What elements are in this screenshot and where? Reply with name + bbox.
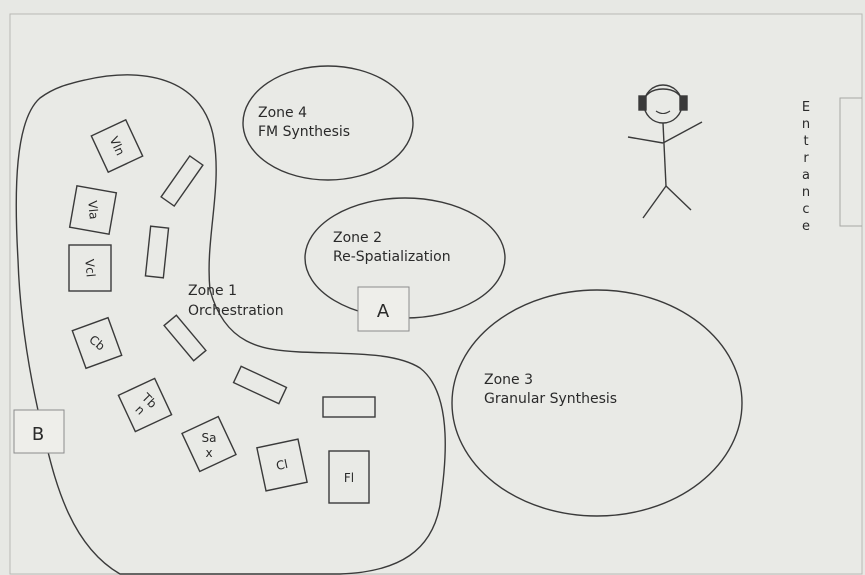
instrument-fl-label: Fl [344,471,354,485]
instrument-fl: Fl [328,450,370,504]
marker-a-label: A [377,301,390,322]
zone-4-area [242,65,414,181]
entrance-letter: r [803,151,809,166]
instrument-sax: Sa x [181,415,237,473]
instrument-vcl-label: Vcl [82,258,98,277]
instrument-sax-label-2: x [205,446,212,460]
stand-box [232,365,288,405]
zone-3-title: Zone 3 [484,372,533,388]
zone-1-subtitle: Orchestration [188,303,284,319]
instrument-sax-label-1: Sa [202,431,217,445]
entrance-letter: e [802,219,810,234]
marker-b-box [13,409,65,454]
zone-2-title: Zone 2 [333,230,382,246]
stand-box [322,396,376,418]
marker-a-box [357,286,410,332]
zone-2-subtitle: Re-Spatialization [333,249,451,265]
marker-b-label: B [32,424,44,445]
entrance-label: E n t r a n c e [802,100,810,234]
zone-4-subtitle: FM Synthesis [258,124,350,140]
entrance-letter: n [802,185,810,200]
entrance-letter: E [802,100,810,115]
instrument-vla-label: Vla [85,200,101,220]
zone-3-subtitle: Granular Synthesis [484,391,617,407]
stand-box [144,225,170,279]
zone-3-area [451,289,743,517]
stand-box [160,154,204,208]
entrance-letter: n [802,117,810,132]
diagram-frame [9,13,863,575]
entrance-letter: t [803,134,808,149]
zone-1-area [15,74,446,575]
zone-1-title: Zone 1 [188,283,237,299]
instrument-cl-label: Cl [275,457,289,473]
instrument-vcl: Vcl [68,244,112,292]
listener-figure [627,84,703,219]
entrance-door [839,97,862,227]
entrance-letter: c [802,202,809,217]
entrance-letter: a [802,168,810,183]
zone-4-title: Zone 4 [258,105,307,121]
instrument-cl: Cl [256,438,308,492]
stand-box [163,314,207,362]
instrument-vla: Vla [68,185,118,235]
